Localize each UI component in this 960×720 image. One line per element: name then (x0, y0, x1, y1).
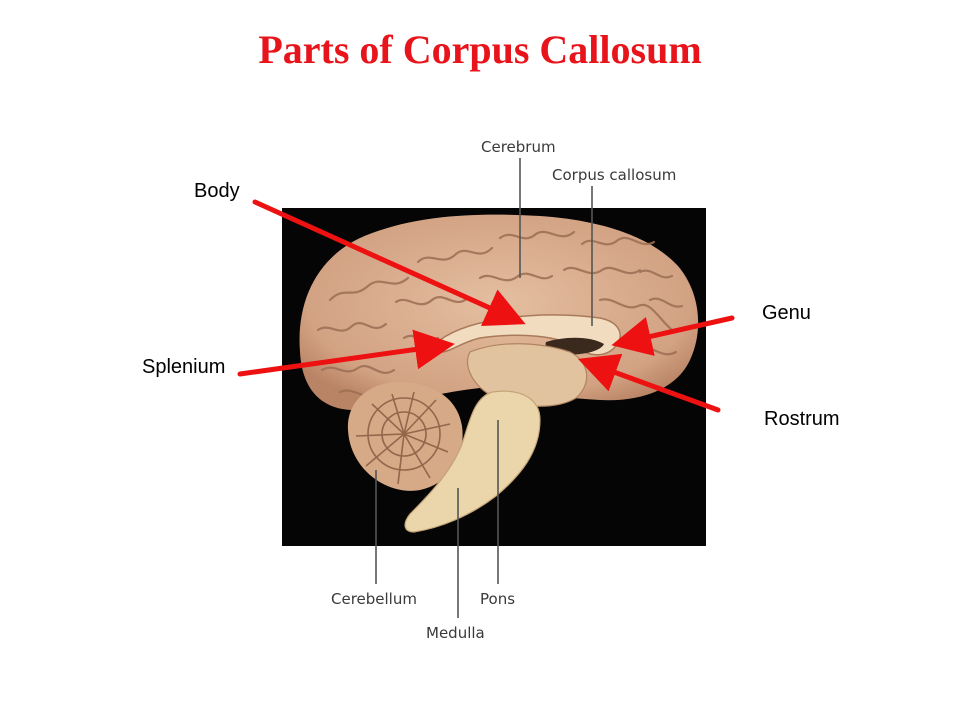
label-genu: Genu (762, 302, 811, 324)
cerebellum-folia (355, 391, 451, 485)
body-arrow (252, 199, 526, 326)
label-cerebellum: Cerebellum (331, 590, 417, 608)
slide-title: Parts of Corpus Callosum (258, 27, 702, 72)
label-body: Body (194, 180, 240, 202)
rostrum-arrow (577, 353, 721, 413)
splenium-arrow (237, 329, 455, 377)
annotation-arrows (237, 199, 735, 413)
genu-arrow (611, 315, 735, 356)
label-corpus-callosum: Corpus callosum (552, 166, 677, 184)
label-rostrum: Rostrum (764, 408, 840, 430)
thalamus-shape (466, 343, 588, 407)
gyri-texture (316, 230, 684, 397)
label-cerebrum: Cerebrum (481, 138, 556, 156)
brainstem-shape (404, 390, 541, 533)
label-splenium: Splenium (142, 356, 226, 378)
label-medulla: Medulla (426, 624, 485, 642)
label-pons: Pons (480, 590, 516, 608)
leader-lines (375, 158, 593, 618)
